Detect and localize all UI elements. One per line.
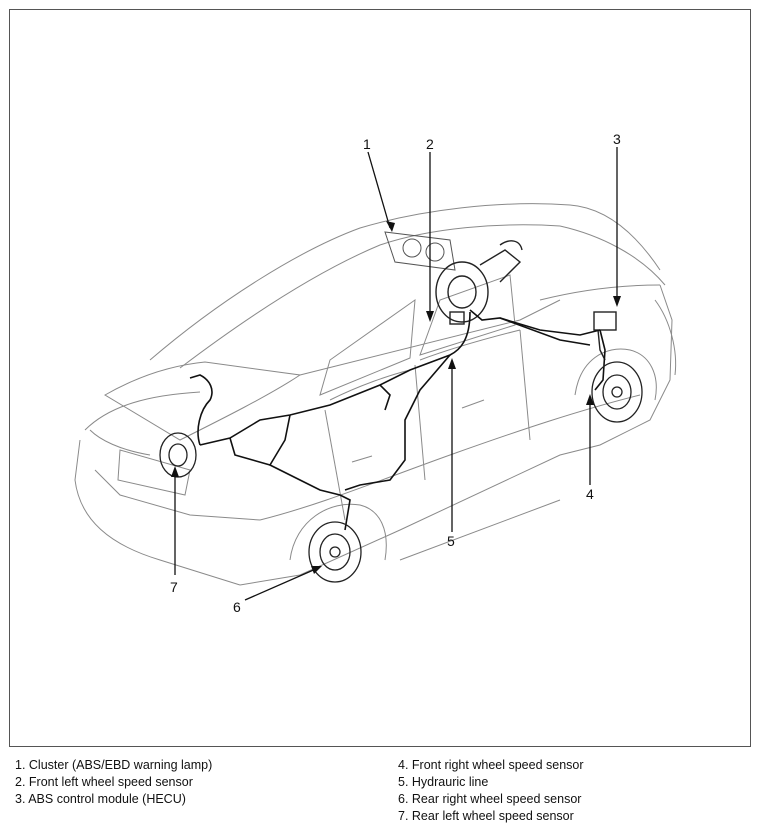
instrument-cluster — [384, 231, 456, 271]
legend-item-1: 1. Cluster (ABS/EBD warning lamp) — [15, 758, 213, 772]
legend-item-4: 4. Front right wheel speed sensor — [398, 758, 584, 772]
callout-6: 6 — [233, 599, 241, 615]
legend-item-3: 3. ABS control module (HECU) — [15, 792, 186, 806]
rear-left-wheel — [159, 432, 197, 478]
brake-booster — [435, 240, 523, 325]
car-body-outline — [74, 203, 677, 586]
legend-left: 1. Cluster (ABS/EBD warning lamp) 2. Fro… — [15, 757, 212, 808]
callout-4: 4 — [586, 486, 594, 502]
abs-control-module — [593, 311, 617, 361]
diagram-frame — [9, 9, 751, 747]
legend-item-7: 7. Rear left wheel speed sensor — [398, 809, 574, 823]
callout-7: 7 — [170, 579, 178, 595]
legend-item-6: 6. Rear right wheel speed sensor — [398, 792, 582, 806]
legend-item-5: 5. Hydrauric line — [398, 775, 489, 789]
rear-right-wheel — [308, 521, 362, 583]
callout-5: 5 — [447, 533, 455, 549]
legend-right: 4. Front right wheel speed sensor 5. Hyd… — [398, 757, 584, 825]
callout-2: 2 — [426, 136, 434, 152]
hydraulic-lines — [189, 309, 606, 531]
front-right-wheel — [591, 361, 643, 423]
legend-item-2: 2. Front left wheel speed sensor — [15, 775, 193, 789]
callout-arrowheads — [171, 221, 621, 574]
callout-1: 1 — [363, 136, 371, 152]
callout-leaders — [174, 147, 618, 601]
callout-3: 3 — [613, 131, 621, 147]
